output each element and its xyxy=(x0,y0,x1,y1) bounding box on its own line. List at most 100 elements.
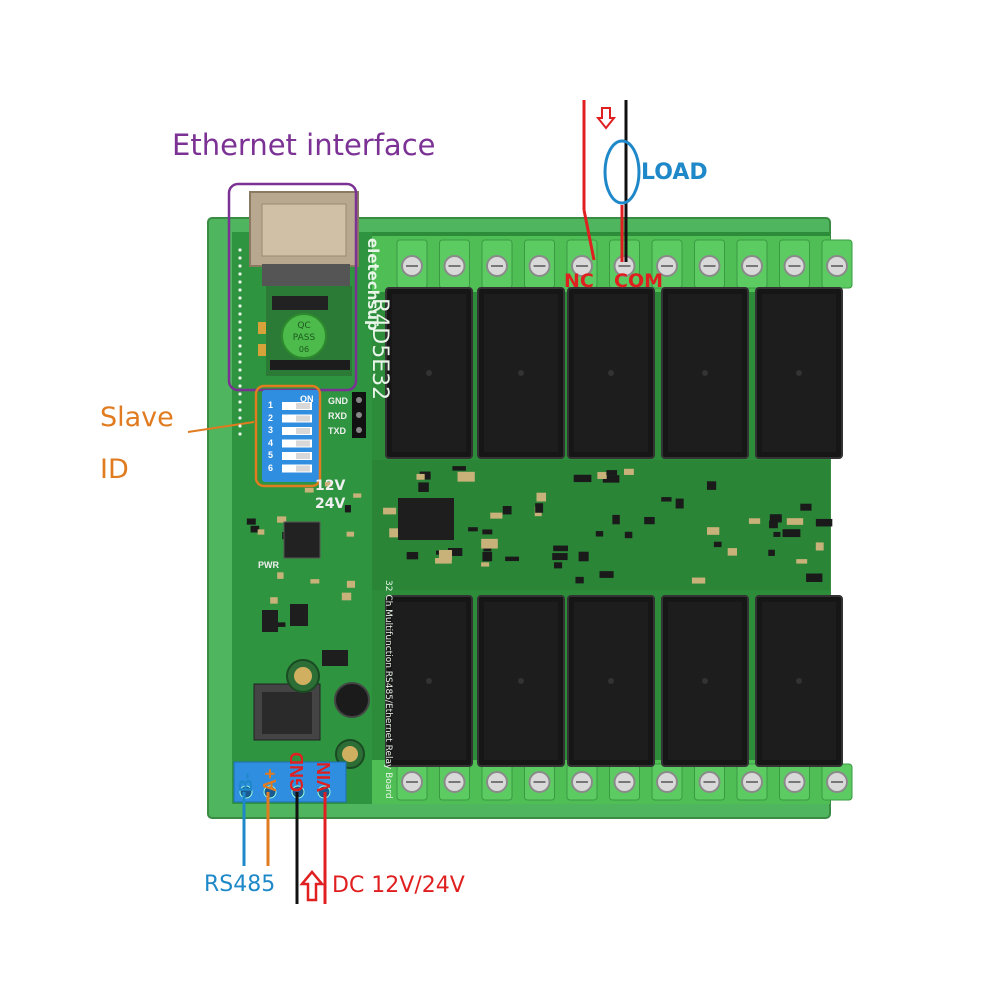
uart-txd-label: TXD xyxy=(328,426,346,436)
smd-part xyxy=(353,493,362,498)
pin-hole xyxy=(238,360,242,364)
smd-part xyxy=(706,527,720,535)
smd-part xyxy=(800,503,812,511)
slave-id-label: Slave ID xyxy=(100,392,174,496)
smd-part xyxy=(748,518,761,524)
ethernet-interface-label: Ethernet interface xyxy=(172,128,436,162)
dip-number-3: 3 xyxy=(268,425,274,435)
relay-row-bottom xyxy=(385,595,843,767)
bottom-terminal-block xyxy=(372,760,853,804)
pin-hole xyxy=(238,352,242,356)
terminal-gnd: GND xyxy=(287,752,307,792)
smd-part xyxy=(482,551,493,562)
smd-part xyxy=(535,503,544,513)
smd-part xyxy=(536,492,547,502)
smd-part xyxy=(277,572,284,579)
pin-hole xyxy=(238,432,242,436)
top-terminal-block xyxy=(372,236,853,292)
smd-part xyxy=(768,549,775,556)
smd-part xyxy=(815,518,833,527)
smd-part xyxy=(490,512,503,519)
load-symbol xyxy=(603,139,641,205)
smd-part xyxy=(389,528,406,538)
smd-part xyxy=(675,498,684,509)
power-rs485-connector xyxy=(233,761,347,803)
smd-part xyxy=(468,527,478,532)
pin-hole xyxy=(238,368,242,372)
board-description: 32 Ch Multifunction RS485/Ethernet Relay… xyxy=(383,580,393,799)
smd-part xyxy=(246,518,256,525)
voltage-24v-label: 24V xyxy=(315,496,346,512)
mcu-chip xyxy=(283,521,321,559)
dip-number-4: 4 xyxy=(268,437,274,448)
smd-part xyxy=(769,514,782,523)
pin-hole xyxy=(238,384,242,388)
smd-part xyxy=(346,580,356,588)
smd-part xyxy=(447,548,463,556)
smd-part xyxy=(481,538,498,549)
terminal-vin: VIN xyxy=(314,761,334,792)
smd-part xyxy=(573,474,592,483)
dip-number-1: 1 xyxy=(268,400,274,410)
smd-part xyxy=(406,552,419,560)
pin-hole xyxy=(238,424,242,428)
smd-part xyxy=(623,468,634,475)
smd-part xyxy=(505,556,520,562)
smd-part xyxy=(552,553,568,561)
pin-hole xyxy=(238,312,242,316)
pin-hole xyxy=(238,320,242,324)
smd-part xyxy=(482,529,493,535)
ic-chip-1 xyxy=(398,498,424,540)
uart-rxd-label: RXD xyxy=(328,411,348,421)
smd-part xyxy=(418,482,429,492)
qc-number-text: 06 xyxy=(299,345,309,354)
com-label: COM xyxy=(614,270,664,292)
smd-part xyxy=(595,531,604,537)
current-arrow-icon xyxy=(595,107,617,130)
smd-part xyxy=(310,579,320,584)
pin-hole xyxy=(238,400,242,404)
smd-part xyxy=(602,475,620,483)
smd-part xyxy=(344,505,351,513)
smd-part xyxy=(796,559,808,564)
qc-stamp xyxy=(281,313,327,359)
pin-hole xyxy=(238,408,242,412)
smd-part xyxy=(773,531,781,537)
pin-hole xyxy=(238,296,242,300)
ethernet-jack: QC PASS 06 xyxy=(249,191,359,376)
smd-part xyxy=(502,506,512,515)
power-section xyxy=(253,604,370,769)
smd-part xyxy=(270,597,278,604)
smd-part xyxy=(257,529,265,535)
smd-part xyxy=(806,573,823,582)
smd-part xyxy=(457,471,475,482)
dc-power-label: DC 12V/24V xyxy=(332,873,465,898)
smd-part xyxy=(661,497,672,502)
smd-part xyxy=(606,470,618,476)
smd-part xyxy=(815,542,824,551)
smd-part xyxy=(435,558,452,564)
smd-part xyxy=(727,548,737,556)
pin-hole xyxy=(238,376,242,380)
smd-part xyxy=(277,516,287,523)
pin-hole xyxy=(238,304,242,308)
dip-number-6: 6 xyxy=(268,462,274,473)
smd-part xyxy=(324,482,333,487)
smd-part xyxy=(275,622,286,627)
relay-row-top xyxy=(385,287,843,459)
smd-part xyxy=(599,571,614,578)
dip-on-label: ON xyxy=(300,394,314,404)
smd-part xyxy=(578,551,589,562)
smd-part xyxy=(575,576,584,584)
smd-part xyxy=(481,562,490,567)
dip-number-2: 2 xyxy=(268,412,274,423)
pin-hole xyxy=(238,288,242,292)
smd-part xyxy=(438,549,453,560)
smd-part xyxy=(644,516,655,525)
uart-gnd-label: GND xyxy=(328,396,348,406)
smd-part xyxy=(250,525,260,533)
slave-id-pointer xyxy=(187,421,255,433)
smd-part xyxy=(782,529,801,538)
